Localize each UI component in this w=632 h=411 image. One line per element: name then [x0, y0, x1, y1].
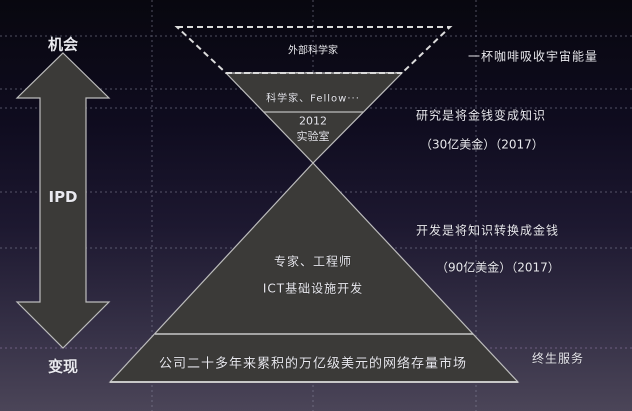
network-market-label: 公司二十多年来累积的万亿级美元的网络存量市场	[158, 356, 468, 372]
coffee-annotation: 一杯咖啡吸收宇宙能量	[468, 49, 599, 64]
lab-label: 实验室	[296, 130, 330, 143]
experts-engineers-label: 专家、工程师	[273, 254, 353, 269]
research-amount-annotation: （30亿美金）（2017）	[420, 137, 544, 152]
scientists-fellow-label: 科学家、Fellow···	[266, 93, 360, 105]
ipd-label: IPD	[48, 188, 78, 206]
opportunity-label: 机会	[47, 35, 79, 54]
inner-funnel	[224, 72, 404, 164]
lab-year-label: 2012	[299, 114, 327, 128]
monetization-label: 变现	[47, 357, 79, 376]
external-scientists-label: 外部科学家	[288, 45, 338, 57]
double-arrow-icon	[15, 52, 111, 349]
development-amount-annotation: （90亿美金）（2017）	[436, 260, 560, 275]
development-annotation: 开发是将知识转换成金钱	[416, 223, 560, 238]
ict-development-label: ICT基础设施开发	[262, 281, 364, 296]
lifetime-service-annotation: 终生服务	[532, 351, 585, 366]
outer-funnel-outline	[174, 26, 453, 74]
research-annotation: 研究是将金钱变成知识	[416, 108, 547, 123]
